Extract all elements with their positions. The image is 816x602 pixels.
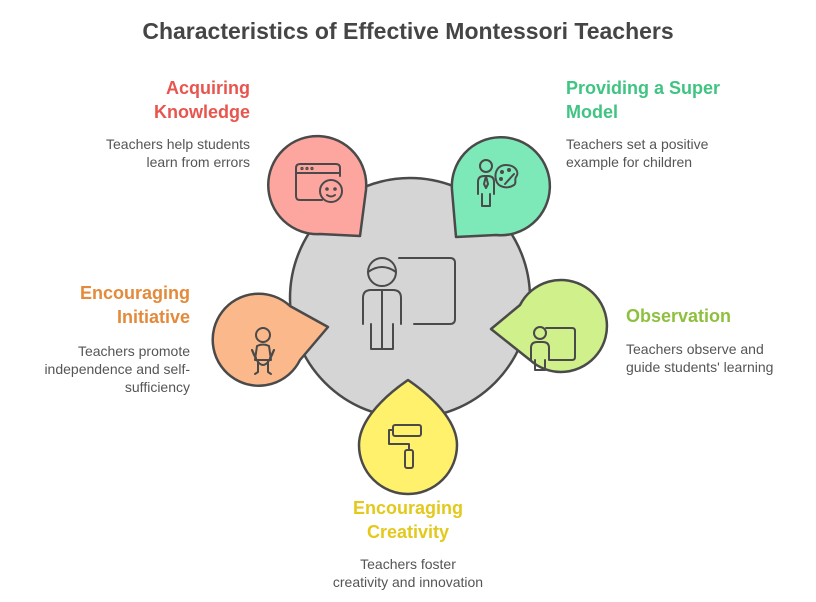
encouraging-initiative-heading: Encouraging Initiative bbox=[79, 283, 190, 327]
teacher-with-palette-icon bbox=[477, 159, 519, 207]
super-model-description: Teachers set a positive example for chil… bbox=[566, 136, 709, 170]
acquiring-knowledge-node bbox=[267, 134, 368, 238]
encouraging-creativity-heading: Encouraging Creativity bbox=[352, 498, 463, 542]
encouraging-initiative-description: Teachers promote independence and self- … bbox=[44, 343, 190, 395]
observation-node bbox=[489, 278, 609, 374]
observation-description: Teachers observe and guide students' lea… bbox=[626, 341, 774, 375]
super-model-heading: Providing a Super Model bbox=[566, 78, 721, 122]
browser-with-child-face-icon bbox=[295, 163, 343, 203]
observation-heading: Observation bbox=[626, 306, 732, 326]
paint-roller-icon bbox=[388, 424, 422, 469]
teacher-at-board-icon bbox=[362, 257, 456, 350]
child-jumping-icon bbox=[251, 327, 275, 375]
diagram-title: Characteristics of Effective Montessori … bbox=[142, 18, 674, 44]
teacher-at-board-icon bbox=[530, 326, 576, 371]
encouraging-creativity-description: Teachers foster creativity and innovatio… bbox=[332, 556, 484, 590]
encouraging-initiative-node bbox=[211, 292, 330, 387]
acquiring-knowledge-description: Teachers help students learn from errors bbox=[106, 136, 250, 170]
super-model-node bbox=[450, 136, 552, 239]
acquiring-knowledge-heading: Acquiring Knowledge bbox=[153, 78, 250, 122]
encouraging-creativity-node bbox=[357, 378, 459, 496]
